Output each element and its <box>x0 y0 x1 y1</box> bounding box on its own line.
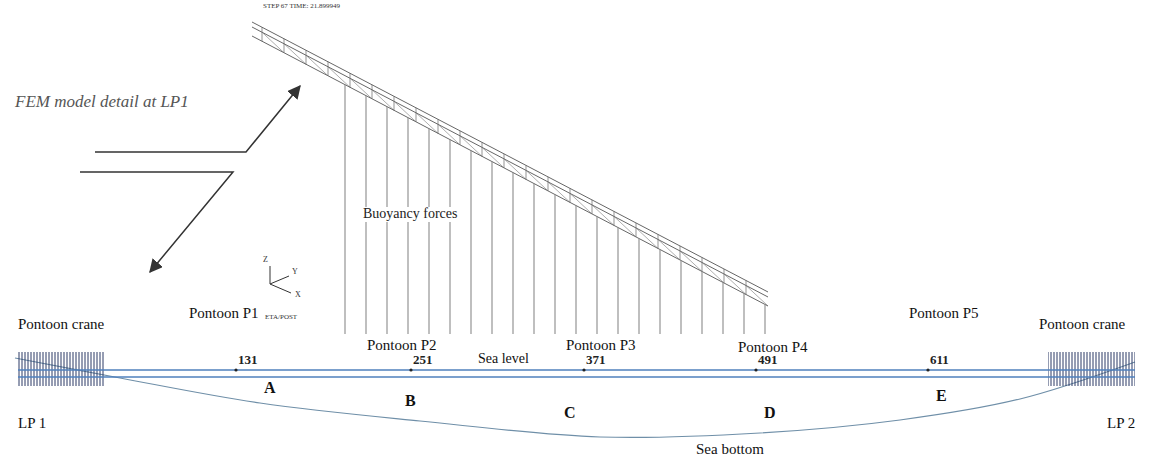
part-name: Pontoon P3 <box>565 338 637 354</box>
pointer-arrow <box>80 172 233 272</box>
software-label: ETA/POST <box>264 314 298 321</box>
inset-caption: FEM model detail at LP1 <box>14 93 190 111</box>
part-name: Pontoon P1 <box>188 306 260 322</box>
part-name: Pontoon crane <box>17 317 105 333</box>
sea-bottom-line <box>15 358 1135 438</box>
node-number: 251 <box>412 353 434 367</box>
node-number: 491 <box>757 353 779 367</box>
support-label: LP 2 <box>1106 416 1136 432</box>
axis-label: X <box>294 291 302 299</box>
fem-model-inset <box>252 22 768 334</box>
section-letter: B <box>404 393 417 410</box>
water-label: Sea level <box>477 352 530 367</box>
node-number: 371 <box>585 353 607 367</box>
axis-label: Z <box>262 256 269 264</box>
step-time-text: STEP 67 TIME: 21.899949 <box>262 3 341 10</box>
section-letter: D <box>763 405 777 422</box>
support-label: LP 1 <box>17 416 47 432</box>
force-label: Buoyancy forces <box>362 207 458 222</box>
pontoon-crane-left <box>18 352 104 386</box>
section-letter: C <box>563 405 577 422</box>
node-number: 131 <box>237 353 259 367</box>
sea-bottom-label: Sea bottom <box>695 442 765 458</box>
part-name: Pontoon P2 <box>366 338 438 354</box>
axis-triad <box>270 266 291 293</box>
part-name: Pontoon crane <box>1038 317 1126 333</box>
section-letter: A <box>263 380 277 397</box>
axis-label: Y <box>291 268 299 276</box>
section-letter: E <box>935 388 948 405</box>
pontoon-crane-right <box>1048 352 1135 386</box>
pontoon-marks <box>234 368 929 371</box>
part-name: Pontoon P5 <box>908 306 980 322</box>
bridge-deck-line <box>18 369 1135 371</box>
node-number: 611 <box>929 353 950 367</box>
bridge-deck-line <box>18 376 1135 378</box>
